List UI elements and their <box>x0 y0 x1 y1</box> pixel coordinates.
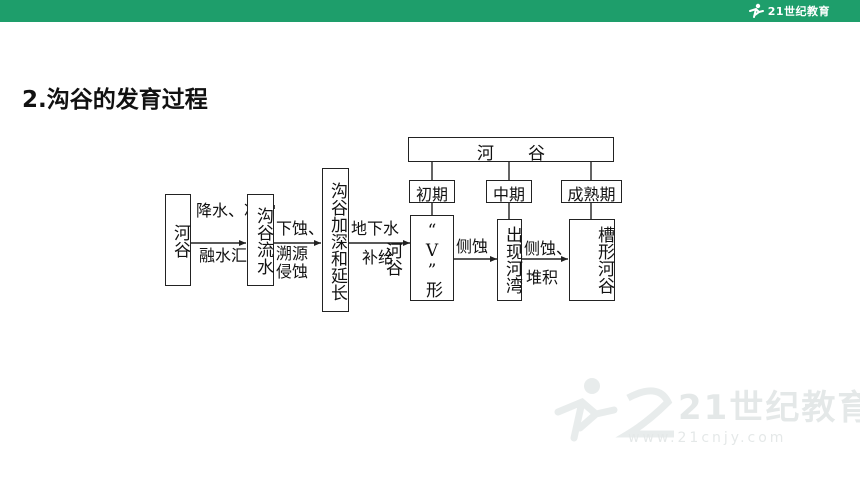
header-valley-box <box>408 137 614 162</box>
edge5-label-bottom: 堆积 <box>526 268 559 287</box>
stage-early-label: 初期 <box>415 185 448 204</box>
edge2-label-bottom: 溯源侵蚀 <box>276 244 309 281</box>
brand-logo-text: 21世纪教育 <box>767 5 830 18</box>
edge2-label-top: 下蚀、 <box>276 219 325 238</box>
edge5-label-top: 侧蚀、 <box>524 239 573 258</box>
watermark-subtext: www.21cnjy.com <box>628 430 787 446</box>
stage-mid-box <box>486 180 532 203</box>
edge3-label-bottom: 补给 <box>362 248 395 267</box>
node-meander-label: 出现河湾 <box>502 226 522 294</box>
node-deepen-extend <box>322 168 349 312</box>
brand-logo: 21世纪教育 <box>746 2 830 20</box>
stage-early-box <box>409 180 455 203</box>
node-trough-valley <box>569 219 615 301</box>
watermark-logo: 21世纪教育 www.21cnjy.com <box>548 372 860 456</box>
page-title: 2.沟谷的发育过程 <box>22 87 208 113</box>
header-valley-label: 河 谷 <box>477 144 545 164</box>
node-start-valley <box>165 194 191 286</box>
node-deepen-extend-label: 沟谷加深和延长 <box>327 181 347 301</box>
node-v-valley <box>410 215 454 301</box>
watermark-text: 21世纪教育 <box>678 388 860 428</box>
stage-mid-label: 中期 <box>492 185 525 204</box>
node-v-valley-label: “V”形河谷 <box>382 220 442 298</box>
edge3-label-top: 地下水 <box>351 219 400 238</box>
node-trough-valley-label: 槽形河谷 <box>594 226 614 294</box>
stage-mature-box <box>561 180 622 203</box>
edge4-label: 侧蚀 <box>456 237 489 256</box>
node-start-valley-label: 河谷 <box>170 224 190 258</box>
watermark-runner-icon <box>554 378 674 442</box>
stage-mature-label: 成熟期 <box>567 185 616 204</box>
node-gully-flow <box>247 194 274 286</box>
runner-icon <box>748 3 764 18</box>
top-header-bar: 21世纪教育 <box>0 0 860 22</box>
node-gully-flow-label: 沟谷流水 <box>253 207 273 275</box>
node-meander <box>497 219 522 301</box>
